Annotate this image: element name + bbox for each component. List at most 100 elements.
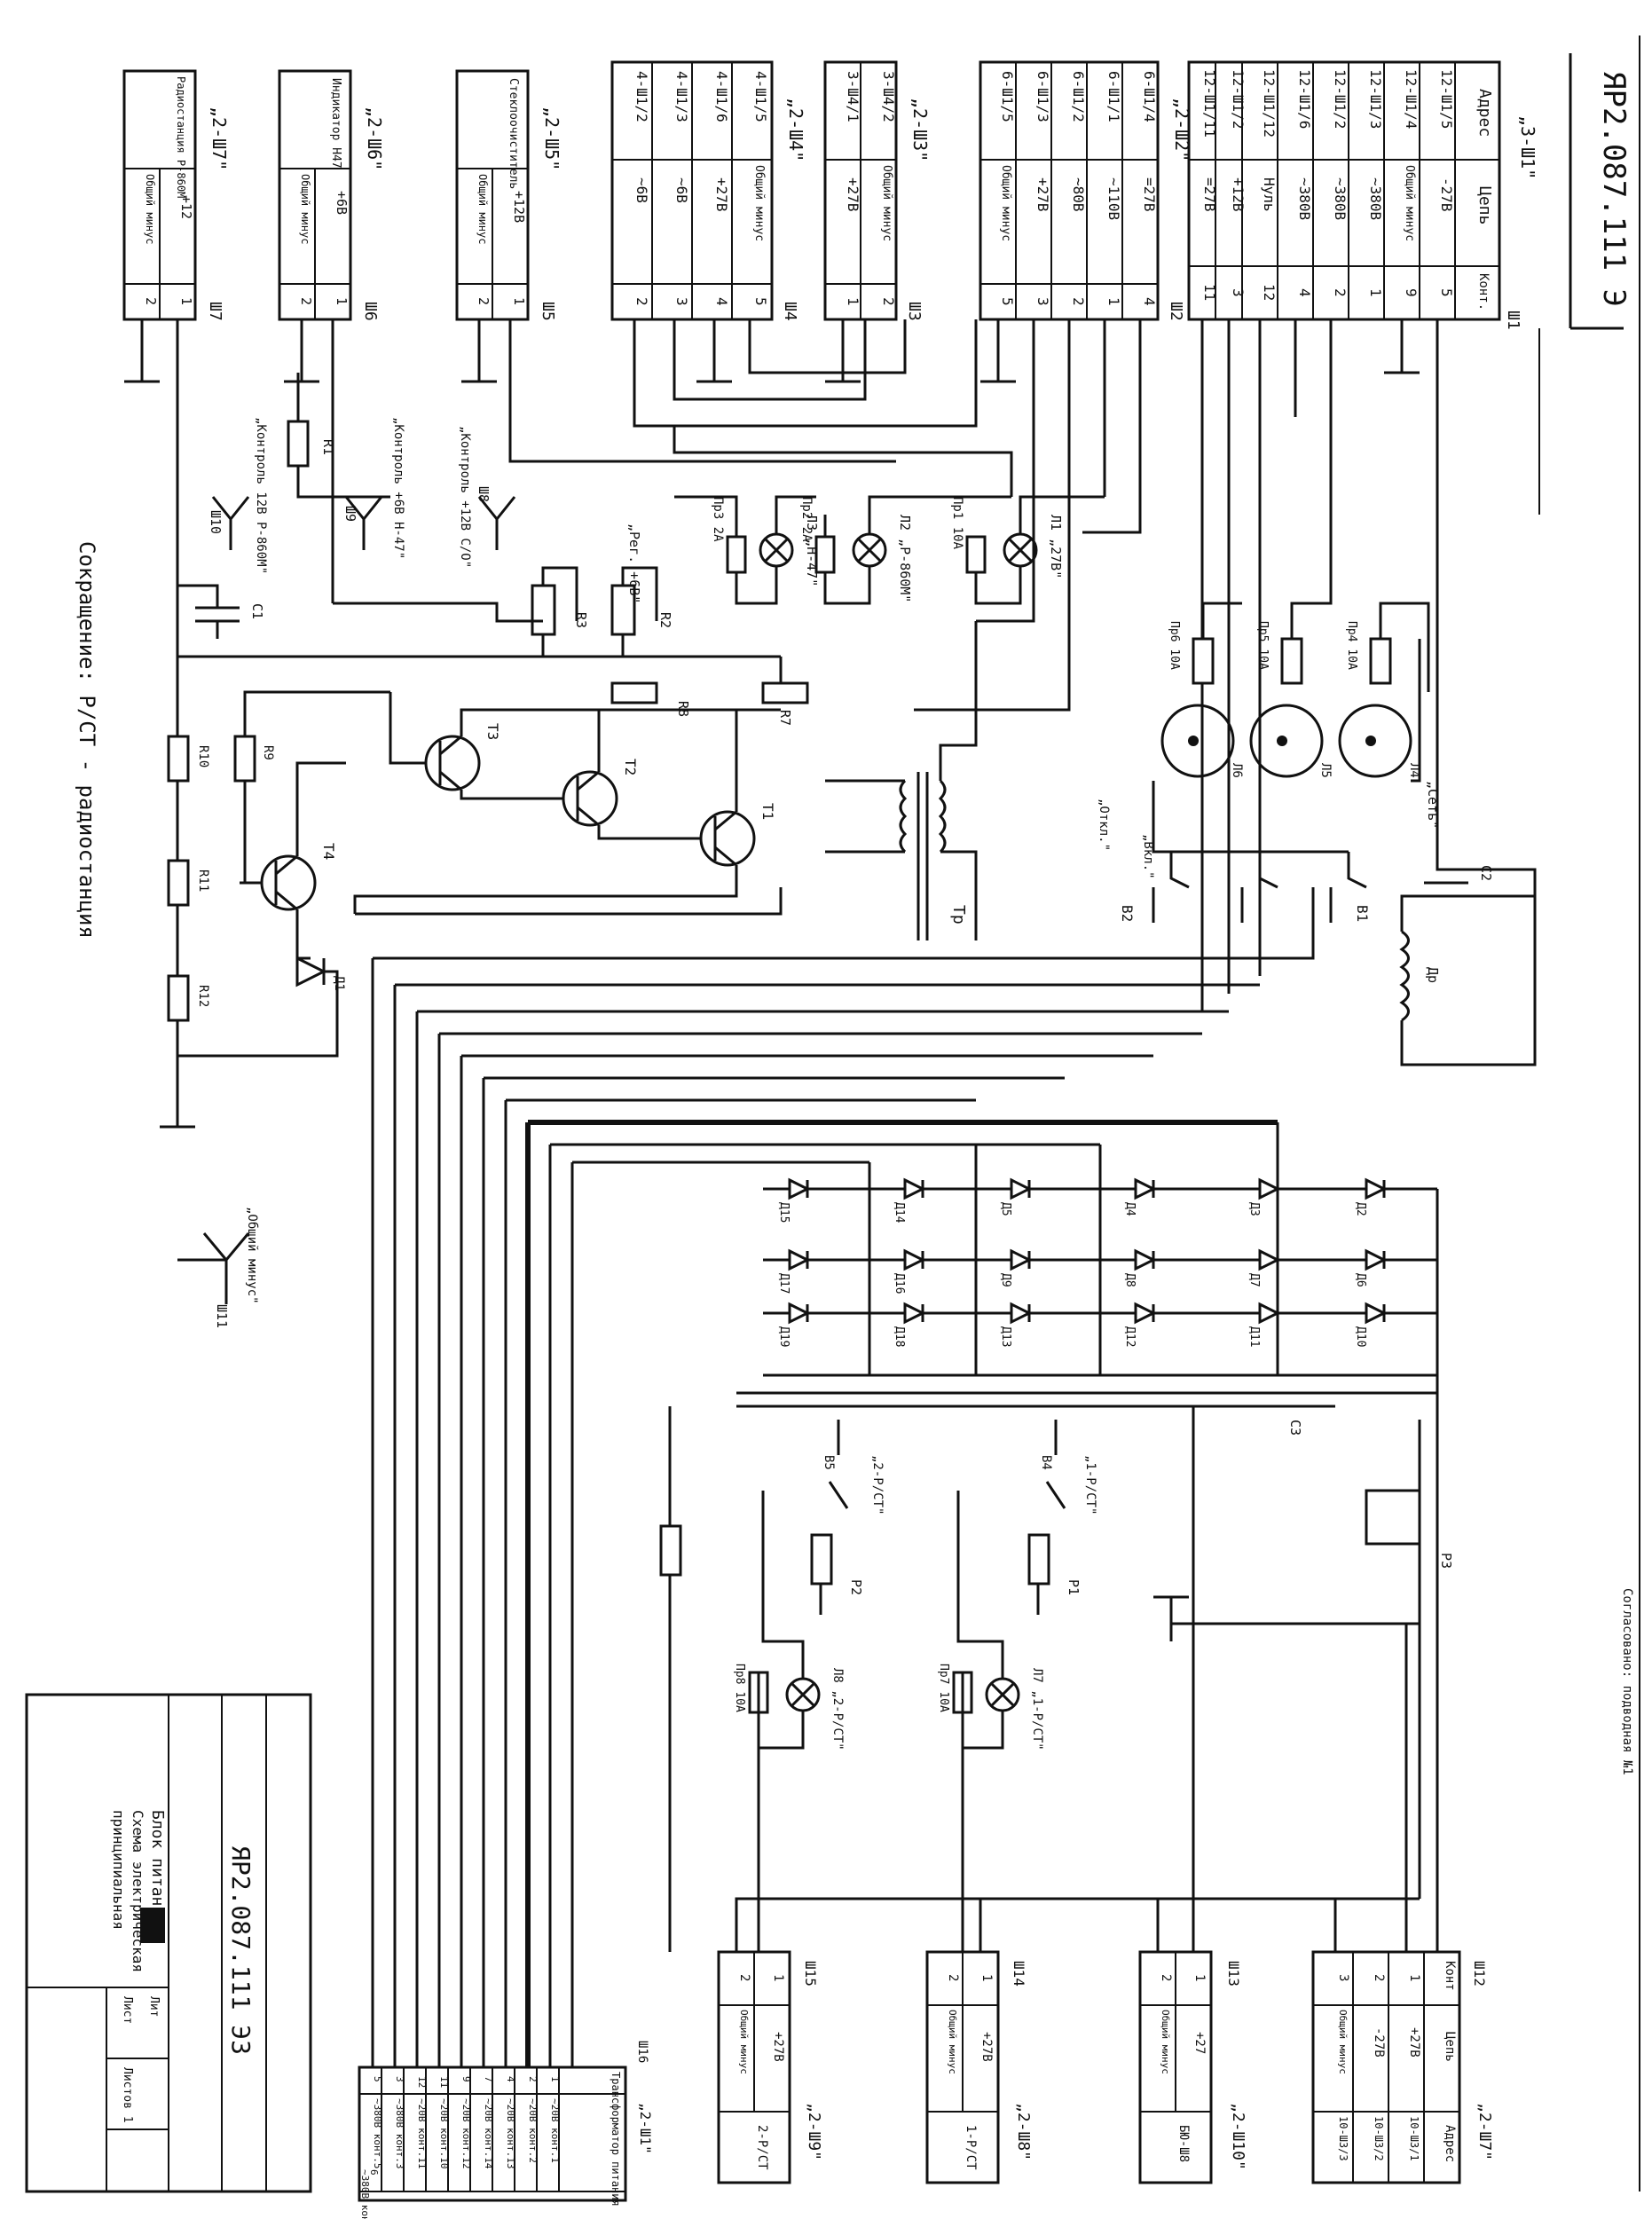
- transistor-t3-label: Т3: [484, 723, 501, 740]
- sh14-tag: „2-Ш8": [1014, 2103, 1033, 2160]
- sh6-row-0-circ: +6В: [334, 191, 350, 215]
- fuse-pr3-label: Пр3 2А: [711, 497, 725, 542]
- sh2-row-3-circ: +27В: [1034, 177, 1051, 212]
- sh13-tag: „2-Ш10": [1229, 2103, 1247, 2170]
- otkl-label: „Откл.": [1097, 799, 1111, 851]
- sh6-row-0-pin: 1: [334, 297, 350, 305]
- sh15-name: 2-Р/СТ: [755, 2125, 769, 2170]
- sh6-row-1-pin: 2: [298, 297, 314, 305]
- fuse-pr1-label: Пр1 10А: [950, 497, 964, 550]
- capacitor-c2-label: С2: [1478, 865, 1494, 881]
- title-block: ЯР2.087.111 Э3 Блок питания Схема электр…: [25, 1693, 312, 2193]
- diode-d5-label: Д5: [999, 1202, 1012, 1216]
- title-sheets-label: Листов 1: [121, 2067, 134, 2123]
- sh1-header-1: Цепь: [1475, 186, 1494, 224]
- jack-sh11: Ш11 „Общий минус": [177, 1207, 259, 1328]
- relay-p1-icon: [1027, 1533, 1050, 1586]
- lamp-fuse-group: Л1 „27В" Пр1 10А Л2 „Р-860М" Пр2 2А Л3 „…: [674, 495, 1105, 605]
- sh12-row-0-circ: +27В: [1407, 2027, 1421, 2058]
- sh1-row-2-circ: ~380В: [1367, 177, 1384, 220]
- sh13-row-0-pin: 1: [1192, 1974, 1207, 1981]
- fuse-pr7-label: Пр7 10А: [937, 1664, 950, 1712]
- sh4-tag: „2-Ш4": [785, 98, 806, 161]
- diode-d3-label: Д3: [1247, 1202, 1261, 1216]
- sh16-row-5-circ: ~20В конт.10: [438, 2098, 450, 2168]
- sh2-row-1-circ: ~110В: [1105, 177, 1122, 220]
- sh16-row-9-pin: 6: [368, 2169, 380, 2176]
- sh16-row-8-circ: ~380В конт.5: [372, 2098, 383, 2168]
- connector-sh7: „2-Ш7" Ш7 Радиостанция Р-860М +12 1 Общи…: [122, 69, 230, 321]
- reg-6v-label: „Рег. +6В": [626, 523, 642, 603]
- sh1-row-1-addr: 12-Ш1/4: [1403, 69, 1420, 129]
- sh13-ref: Ш13: [1225, 1961, 1242, 1987]
- diode-d17-label: Д17: [777, 1273, 791, 1294]
- sh2-row-3-addr: 6-Ш1/3: [1034, 71, 1051, 122]
- diode-d15-label: Д15: [777, 1202, 791, 1223]
- sh10-ref: Ш10: [208, 510, 224, 534]
- sh16-row-8-pin: 5: [372, 2076, 383, 2082]
- relay-section: Р3 Р1 Р2 В4 В5 „1-Р/СТ" „2-Р/СТ": [659, 1393, 1454, 1952]
- diode-d7-label: Д7: [1247, 1273, 1261, 1287]
- bus-to-sh16: [371, 887, 1315, 2067]
- fuse-pr5-icon: [1280, 637, 1303, 685]
- sh1-header-0: Адрес: [1475, 89, 1494, 137]
- fuse-pr5-label: Пр5 10А: [1256, 621, 1270, 670]
- diode-d13-label: Д13: [999, 1326, 1012, 1347]
- sh12-row-1-circ: -27В: [1372, 2027, 1386, 2058]
- sh12-row-2-pin: 3: [1336, 1974, 1350, 1981]
- diodes-row1: Д2 Д3 Д4 Д5 Д14 Д15: [777, 1177, 1388, 1224]
- sh1-row-7-addr: 12-Ш1/11: [1201, 69, 1218, 138]
- connector-sh3: „2-Ш3" Ш3 3-Ш4/2 Общий минус 2 3-Ш4/1 +2…: [823, 60, 931, 321]
- connector-sh14: „2-Ш8" Ш14 1-Р/СТ 1 +27В 2 Общий минус: [925, 1897, 1158, 2184]
- sh2-row-2-addr: 6-Ш1/2: [1070, 71, 1087, 122]
- sh2-row-0-addr: 6-Ш1/4: [1141, 71, 1158, 122]
- socket-group: Пр4 10А Пр5 10А Пр6 10А Л4 Л5 Л6 „Сеть": [1152, 417, 1441, 854]
- sh6-ref: Ш6: [361, 302, 380, 321]
- sh16-row-7-pin: 3: [394, 2076, 405, 2082]
- sh16-row-1-pin: 2: [527, 2076, 539, 2082]
- sh2-row-2-pin: 2: [1070, 297, 1087, 306]
- sh12-row-1-pin: 2: [1372, 1974, 1386, 1981]
- sh2-row-4-addr: 6-Ш1/5: [999, 71, 1016, 122]
- sh13-name: БЮ-Ш8: [1176, 2125, 1191, 2162]
- sh4-ref: Ш4: [781, 302, 799, 321]
- relay-p1-label: Р1: [1066, 1579, 1082, 1595]
- diodes-row3: Д10 Д11 Д12 Д13 Д18 Д19: [777, 1302, 1388, 1347]
- sh4-row-3-addr: 4-Ш1/2: [633, 71, 650, 122]
- sh1-tag: „3-Ш1": [1517, 115, 1538, 179]
- title-line-0: Блок питания: [148, 1810, 167, 1925]
- lamp-l3-label: Л3 „Н-47": [804, 515, 820, 586]
- sh3-row-0-addr: 3-Ш4/2: [880, 71, 897, 122]
- sh16-row-2-circ: ~20В конт.13: [505, 2098, 516, 2168]
- sh14-row-1-circ: Общий минус: [947, 2010, 958, 2074]
- sh3-row-0-pin: 2: [880, 297, 897, 306]
- lamps-l7-l8: Л7 „1-Р/СТ" Пр7 10А Л8 „2-Р/СТ" Пр8 10А: [733, 1597, 1044, 1952]
- sh1-row-6-circ: +12В: [1230, 177, 1247, 212]
- resistor-r11-icon: [167, 859, 190, 907]
- sh16-row-0-pin: 1: [549, 2076, 561, 2082]
- fuse-pr8-label: Пр8 10А: [733, 1664, 746, 1712]
- sh1-row-3-pin: 2: [1332, 288, 1349, 297]
- sh12-row-1-addr: 10-Ш3/2: [1373, 2116, 1385, 2161]
- sh2-tag: „2-Ш2": [1171, 98, 1192, 161]
- sh16-ref: Ш16: [635, 2041, 649, 2063]
- sh7-name: Радиостанция Р-860М: [175, 76, 187, 198]
- drawing-number-top: ЯР2.087.111 Э: [1596, 71, 1632, 307]
- sh5-row-0-pin: 1: [511, 297, 527, 305]
- fuse-pr6-label: Пр6 10А: [1168, 621, 1181, 670]
- sh7-row-0-circ: +12: [178, 195, 194, 219]
- socket-l5-icon: [1249, 704, 1324, 778]
- sh3-row-1-circ: +27В: [845, 177, 861, 212]
- transistor-t1-label: Т1: [759, 803, 776, 820]
- vkl-label: „Вкл.": [1141, 834, 1155, 879]
- diode-d18-label: Д18: [893, 1326, 906, 1347]
- sh13-row-1-circ: Общий минус: [1160, 2010, 1171, 2074]
- sh3-tag: „2-Ш3": [909, 98, 931, 161]
- title-line-2: принципиальная: [110, 1810, 127, 1930]
- diode-d8-label: Д8: [1123, 1273, 1137, 1287]
- sh15-row-1-circ: Общий минус: [738, 2010, 750, 2074]
- fuse-pr2-label: Пр2 2А: [799, 497, 814, 542]
- sh11-text: „Общий минус": [245, 1207, 259, 1304]
- sh3-ref: Ш3: [905, 302, 924, 321]
- sh16-row-2-pin: 4: [505, 2076, 516, 2082]
